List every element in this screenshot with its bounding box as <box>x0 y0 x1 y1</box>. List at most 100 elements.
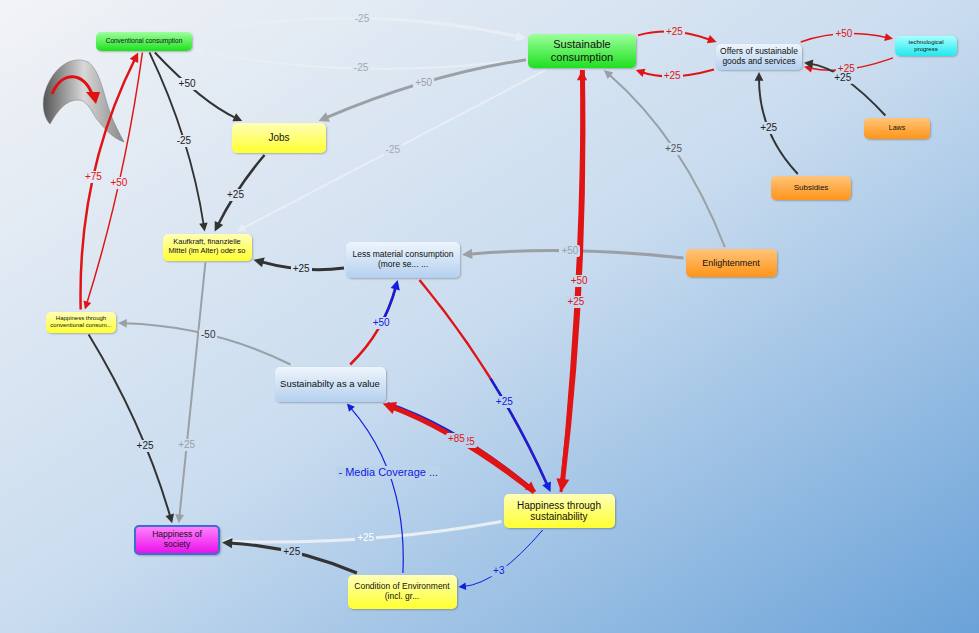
weight-label: +25 <box>832 72 853 84</box>
node-text: Jobs <box>268 132 289 144</box>
influence-connector <box>464 530 543 586</box>
weight-label: +25 <box>355 532 376 544</box>
weight-label: -25 <box>175 135 193 147</box>
arrowhead <box>130 53 139 64</box>
weight-label: +25 <box>291 263 312 275</box>
arrowhead <box>215 221 224 232</box>
weight-label: +50 <box>833 28 854 40</box>
weight-label: -25 <box>353 13 371 25</box>
node-text: Laws <box>889 124 905 132</box>
weight-label: +25 <box>758 122 779 134</box>
arrowhead <box>391 280 400 290</box>
arrowhead <box>222 538 232 548</box>
influence-connector <box>391 407 534 492</box>
influence-connector <box>149 53 203 226</box>
weight-label: +25 <box>135 440 156 452</box>
weight-label: +25 <box>494 396 515 408</box>
process-box: Sustainabilty as a value <box>275 367 386 402</box>
process-box: Kaufkraft, finanzielle Mittel (im Alter)… <box>163 234 252 261</box>
node-text: Sustainable consumption <box>532 38 632 63</box>
process-box: Happiness through conventional consum... <box>46 312 116 333</box>
arrowhead <box>237 224 247 232</box>
influence-connector <box>89 335 171 518</box>
arrowhead <box>542 481 551 492</box>
weight-label: +50 <box>371 317 392 329</box>
influence-connector <box>124 323 290 364</box>
weight-label: +50 <box>569 275 590 287</box>
arrowhead <box>383 402 397 414</box>
arrowhead <box>194 48 203 57</box>
factor-box: Enlightenment <box>686 249 777 277</box>
node-text: Conventional consumption <box>106 37 183 44</box>
influence-connector <box>759 78 798 174</box>
factor-box: technological progress <box>895 36 957 56</box>
process-box: Less material consumption (more se... ..… <box>346 242 460 278</box>
node-text: Less material consumption (more se... ..… <box>350 250 456 270</box>
influence-connector-part <box>420 280 548 486</box>
weight-label: +25 <box>565 296 586 308</box>
influence-connector <box>350 408 403 573</box>
factor-box: Laws <box>864 118 930 139</box>
arrowhead <box>804 60 813 69</box>
weight-label: +25 <box>663 143 684 155</box>
arrowhead <box>83 301 91 310</box>
arrowhead <box>604 70 614 79</box>
factor-box: Subsidies <box>771 176 851 200</box>
influence-connector <box>218 155 265 226</box>
weight-label: +50 <box>177 78 198 90</box>
arrowhead <box>556 478 569 492</box>
process-box: Conventional consumption <box>96 32 192 51</box>
arrowhead <box>884 33 893 41</box>
node-text: Enlightenment <box>702 258 760 268</box>
arrowhead <box>707 35 717 43</box>
process-box: Sustainable consumption <box>528 34 636 68</box>
influence-connector <box>81 58 136 309</box>
arrowhead <box>347 404 355 412</box>
arrowhead <box>459 583 467 590</box>
arrowhead <box>636 69 646 77</box>
wave-shape <box>43 60 124 142</box>
wave-arrow <box>52 77 92 94</box>
weight-label: +3 <box>491 565 506 577</box>
influence-connector-part <box>350 286 396 364</box>
arrowhead <box>254 257 265 267</box>
influence-connector <box>155 53 237 119</box>
wave-arrowhead <box>86 92 100 104</box>
node-text: Offers of sustainable goods and services <box>720 47 798 67</box>
influence-connector <box>229 543 357 573</box>
influence-connector <box>608 74 724 247</box>
goal-box: Happiness of society <box>134 525 220 555</box>
weight-label: +75 <box>83 171 104 183</box>
weight-label: -50 <box>199 329 217 341</box>
arrowhead <box>165 514 173 524</box>
node-text: technological progress <box>899 39 953 53</box>
influence-connector <box>810 64 885 116</box>
influence-connector <box>179 263 205 518</box>
arrowhead <box>232 113 242 121</box>
weight-label: +25 <box>225 189 246 201</box>
node-text: Happiness of society <box>140 530 214 550</box>
node-text: Kaufkraft, finanzielle Mittel (im Alter)… <box>167 238 248 255</box>
weight-label: +50 <box>559 245 580 257</box>
weight-label: -25 <box>384 144 402 156</box>
influence-connector <box>350 286 396 364</box>
process-box: Offers of sustainable goods and services <box>716 44 802 70</box>
arrowhead <box>199 222 207 231</box>
arrowhead <box>755 72 764 81</box>
arrowhead <box>462 249 473 259</box>
influence-connector <box>420 280 548 486</box>
weight-label: - Media Coverage ... <box>336 466 440 479</box>
arrowhead <box>175 514 184 523</box>
weight-label: +25 <box>662 70 683 82</box>
node-text: Happiness through conventional consum... <box>50 315 112 329</box>
node-text: Subsidies <box>794 183 829 192</box>
process-box: Condition of Environment (incl. gr... <box>348 575 457 609</box>
arrowhead <box>118 319 127 328</box>
weight-label: -25 <box>352 62 370 74</box>
arrowhead <box>515 31 526 41</box>
process-box: Jobs <box>232 123 326 153</box>
weight-label: +85 <box>446 433 467 445</box>
weight-label: +50 <box>413 77 434 89</box>
node-text: Sustainabilty as a value <box>280 379 380 390</box>
